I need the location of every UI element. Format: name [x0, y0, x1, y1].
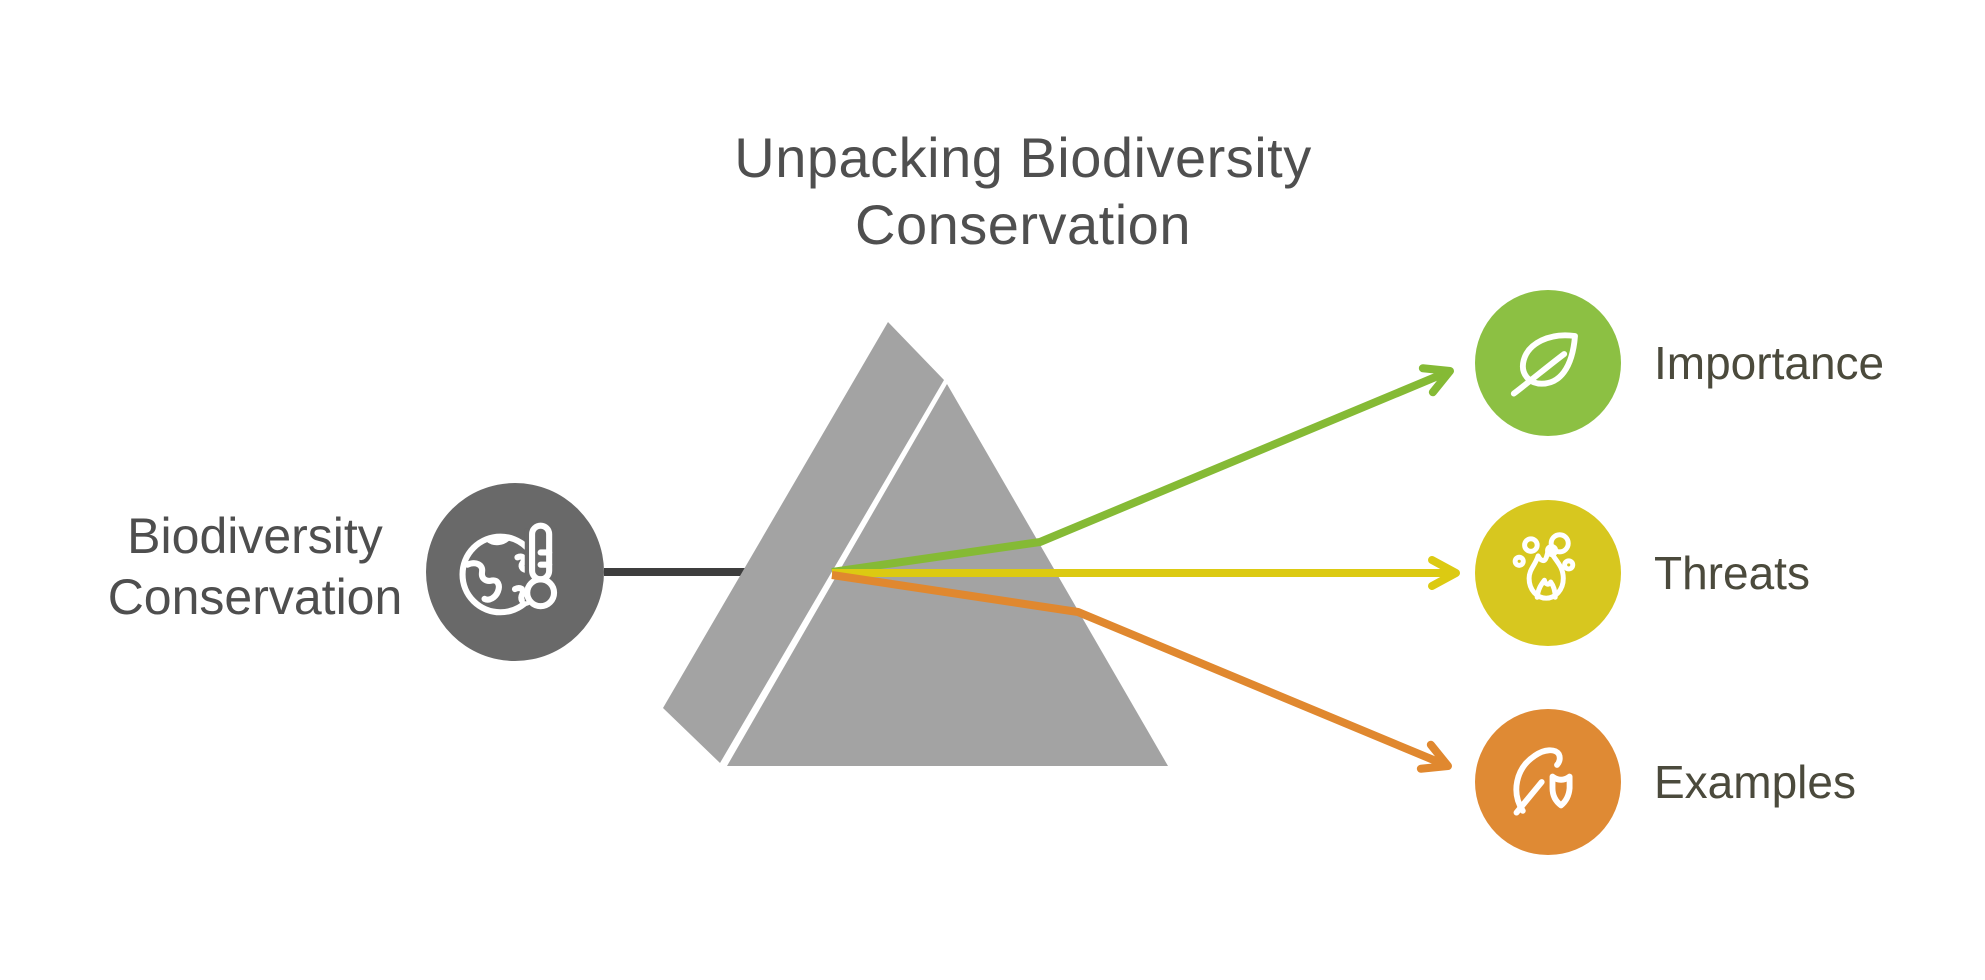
diagram-title: Unpacking Biodiversity Conservation — [734, 126, 1312, 257]
source-label-line1: Biodiversity — [127, 508, 383, 564]
ray-examples — [831, 571, 1452, 773]
threats-label: Threats — [1654, 547, 1810, 599]
examples-node-circle — [1475, 709, 1621, 855]
source-node-label: Biodiversity Conservation — [80, 506, 430, 628]
examples-label: Examples — [1654, 756, 1856, 808]
branch-item-importance: Importance — [1475, 290, 1884, 436]
prism-left-slab — [663, 322, 944, 763]
earth-thermometer-icon — [459, 522, 558, 616]
branch-item-examples: Examples — [1475, 709, 1856, 855]
ray-importance — [831, 364, 1454, 576]
source-node-circle — [426, 483, 604, 661]
branch-item-threats: Threats — [1475, 500, 1810, 646]
source-label-line2: Conservation — [107, 569, 403, 625]
leaf-icon — [1510, 332, 1578, 397]
threats-node-circle — [1475, 500, 1621, 646]
fire-pollution-icon — [1512, 532, 1576, 601]
importance-label: Importance — [1654, 337, 1885, 389]
importance-node-circle — [1475, 290, 1621, 436]
leaf-shield-icon — [1513, 747, 1573, 816]
